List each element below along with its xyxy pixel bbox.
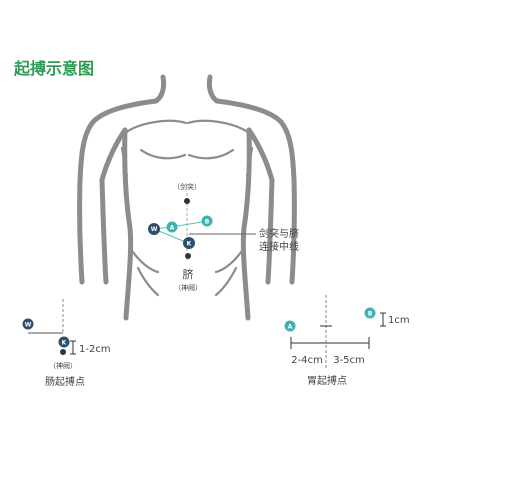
navel-dot bbox=[185, 253, 191, 259]
svg-text:A: A bbox=[288, 324, 293, 331]
intestinal-distance: 1-2cm bbox=[79, 344, 111, 355]
marker-a: A bbox=[166, 221, 178, 233]
intestinal-caption: 肠起搏点 bbox=[45, 375, 85, 388]
svg-text:B: B bbox=[205, 219, 210, 226]
gastric-right-distance: 3-5cm bbox=[333, 355, 365, 366]
navel-sub-label: （神阙） bbox=[174, 283, 202, 292]
svg-text:W: W bbox=[25, 322, 32, 329]
gastric-inset: A B 1cm 2-4cm 3-5cm 胃起搏点 bbox=[284, 295, 410, 387]
inset-navel-dot bbox=[60, 349, 66, 355]
intestinal-navel-sub: （神阙） bbox=[49, 361, 77, 370]
marker-b: B bbox=[201, 215, 213, 227]
line-a-b bbox=[171, 220, 208, 228]
gastric-marker-b: B bbox=[364, 307, 376, 319]
svg-text:W: W bbox=[151, 226, 158, 233]
xiphoid-label: （剑突） bbox=[173, 182, 201, 191]
torso-outline bbox=[77, 74, 297, 321]
midline-label-1: 剑突与脐 bbox=[259, 227, 299, 240]
svg-text:K: K bbox=[187, 241, 192, 248]
muscle-lines bbox=[120, 119, 254, 297]
navel-label: 脐 bbox=[183, 267, 194, 281]
gastric-caption: 胃起搏点 bbox=[307, 374, 347, 387]
gastric-left-distance: 2-4cm bbox=[291, 355, 323, 366]
gastric-vertical-distance: 1cm bbox=[388, 315, 410, 326]
marker-w: W bbox=[148, 223, 160, 235]
marker-k: K bbox=[183, 237, 195, 249]
gastric-marker-a: A bbox=[284, 320, 296, 332]
intestinal-inset: W K 1-2cm （神阙） 肠起搏点 bbox=[22, 299, 111, 388]
svg-text:B: B bbox=[368, 311, 373, 318]
midline-label-2: 连接中线 bbox=[259, 240, 299, 253]
inset-marker-k: K bbox=[58, 336, 70, 348]
inset-marker-w: W bbox=[22, 318, 34, 330]
xiphoid-dot bbox=[184, 198, 190, 204]
page-title: 起搏示意图 bbox=[14, 59, 95, 78]
svg-text:A: A bbox=[170, 225, 175, 232]
line-w-k bbox=[153, 228, 189, 244]
svg-text:K: K bbox=[62, 340, 67, 347]
